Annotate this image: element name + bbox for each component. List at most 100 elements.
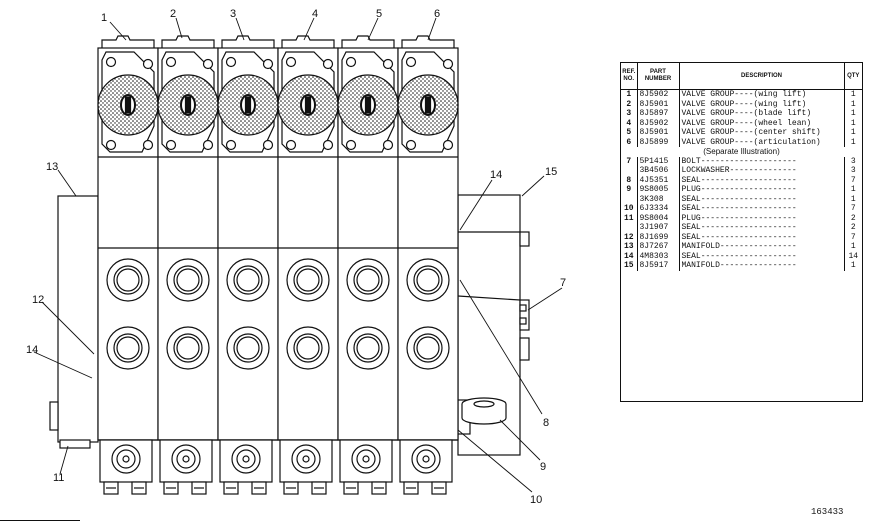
- cell-qty: 3: [850, 156, 856, 166]
- cell-description: SEAL--------------------: [679, 251, 845, 261]
- cell-description: MANIFOLD----------------: [679, 242, 845, 252]
- header-ref-no: REF. NO.: [621, 63, 638, 90]
- callout-2: 2: [170, 8, 176, 20]
- callout-7: 7: [560, 277, 566, 289]
- header-qty: QTY: [844, 63, 862, 90]
- cell-description: VALVE GROUP----(center shift): [679, 128, 845, 138]
- cell-ref: 4: [621, 118, 638, 128]
- valve-section: [97, 35, 159, 495]
- cell-description: VALVE GROUP----(wing lift): [679, 89, 845, 100]
- valve-sections: [97, 35, 459, 495]
- cell-part-number: 8J5917: [637, 261, 680, 271]
- cell-qty: 7: [850, 175, 856, 185]
- cell-description: MANIFOLD----------------: [679, 261, 845, 271]
- cell-qty: 1: [850, 261, 856, 270]
- cell-qty: 7: [850, 232, 856, 242]
- valve-section: [157, 35, 219, 495]
- header-description: DESCRIPTION: [679, 63, 845, 90]
- cell-ref: 12: [621, 232, 638, 242]
- cell-qty: 3: [850, 166, 856, 175]
- callout-13: 13: [46, 161, 58, 173]
- table-section-note: (Separate Illustration): [703, 147, 780, 156]
- valve-section: [277, 35, 339, 495]
- header-part-number: PART NUMBER: [637, 63, 680, 90]
- cell-description: PLUG--------------------: [679, 185, 845, 195]
- cell-qty: 1: [850, 194, 856, 204]
- cell-part-number: 8J5901: [637, 99, 680, 109]
- cell-description: SEAL--------------------: [679, 232, 845, 242]
- callout-3: 3: [230, 8, 236, 20]
- callout-6: 6: [434, 8, 440, 20]
- cell-part-number: 5P1415: [637, 156, 680, 166]
- cell-part-number: 8J5897: [637, 109, 680, 119]
- cell-qty: 2: [850, 213, 856, 223]
- cell-ref: 15: [621, 261, 638, 271]
- cell-ref: 1: [621, 89, 638, 100]
- cell-ref: 9: [621, 185, 638, 195]
- cell-description: VALVE GROUP----(wheel lean): [679, 118, 845, 128]
- cell-ref: 6: [621, 137, 638, 147]
- parts-table-header: REF. NO. PART NUMBER DESCRIPTION QTY: [621, 63, 862, 90]
- cell-part-number: 8J7267: [637, 242, 680, 252]
- callout-4: 4: [312, 8, 318, 20]
- cell-part-number: 8J1699: [637, 232, 680, 242]
- cell-part-number: 8J5902: [637, 118, 680, 128]
- cell-qty: 2: [850, 223, 856, 232]
- valve-section: [397, 35, 459, 495]
- cell-part-number: 6J3334: [637, 204, 680, 214]
- cell-qty: 1: [850, 118, 856, 128]
- callout-9: 9: [540, 461, 546, 473]
- cell-ref: [621, 223, 638, 233]
- cell-description: VALVE GROUP----(articulation): [679, 137, 845, 147]
- cell-qty: 1: [850, 242, 856, 251]
- cell-qty: 1: [850, 90, 856, 99]
- cell-ref: [621, 194, 638, 204]
- cell-part-number: 4M8303: [637, 251, 680, 261]
- cell-part-number: 8J5901: [637, 128, 680, 138]
- callout-labels: 1 2 3 4 5 6 7 8 9 10 11 12 13 14 14 15: [26, 8, 566, 506]
- cell-qty: 1: [850, 99, 856, 109]
- callout-5: 5: [376, 8, 382, 20]
- footer-rule: [0, 520, 80, 521]
- cell-part-number: 9S8005: [637, 185, 680, 195]
- cell-ref: 7: [621, 156, 638, 166]
- cell-ref: 10: [621, 204, 638, 214]
- callout-11: 11: [53, 472, 64, 484]
- callout-12: 12: [32, 294, 44, 306]
- right-manifold: [457, 194, 530, 456]
- cell-ref: 14: [621, 251, 638, 261]
- cell-ref: [621, 166, 638, 176]
- callout-15: 15: [545, 166, 557, 178]
- cell-qty: 1: [850, 137, 856, 147]
- figure-number: 163433: [811, 507, 844, 517]
- cell-part-number: 8J5899: [637, 137, 680, 147]
- callout-14-right: 14: [490, 169, 502, 181]
- left-manifold: [49, 195, 99, 449]
- cell-qty: 14: [848, 251, 859, 261]
- callout-8: 8: [543, 417, 549, 429]
- cell-qty: 7: [850, 204, 856, 213]
- cell-description: SEAL--------------------: [679, 194, 845, 204]
- callout-10: 10: [530, 494, 542, 506]
- cell-part-number: 3K308: [637, 194, 680, 204]
- cell-part-number: 9S8004: [637, 213, 680, 223]
